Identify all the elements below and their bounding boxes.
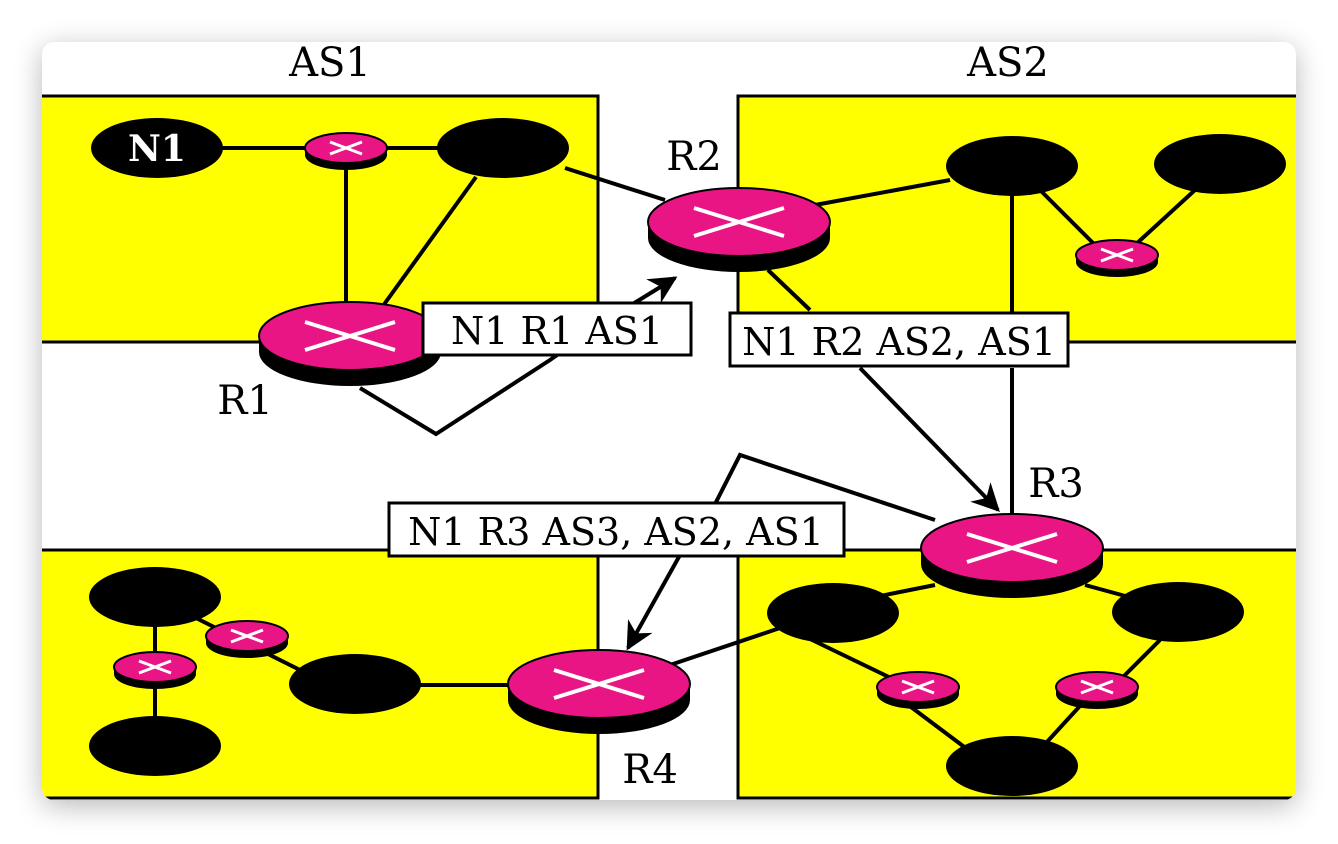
link: [1118, 638, 1162, 682]
internal-router[interactable]: [113, 651, 197, 689]
advertisement-text: N1 R2 AS2, AS1: [742, 320, 1056, 364]
network[interactable]: [437, 118, 569, 178]
link: [1133, 188, 1197, 247]
router-x-icon: [304, 320, 396, 352]
router-x-icon: [230, 628, 264, 644]
router-x-icon: [1100, 247, 1134, 263]
router-r1[interactable]: [258, 301, 442, 386]
router-x-icon: [138, 659, 172, 675]
router-r1-label: R1: [217, 378, 273, 424]
router-x-icon: [966, 532, 1058, 564]
link: [766, 268, 812, 312]
link: [807, 636, 896, 682]
adv-path-r3-r4: [710, 452, 936, 522]
link: [1038, 188, 1097, 247]
advertisement-box-r1: N1 R1 AS1: [421, 301, 693, 357]
internal-router[interactable]: [304, 132, 388, 170]
network[interactable]: [1112, 582, 1244, 642]
advertisement-text: N1 R1 AS1: [451, 309, 663, 353]
network-n1-label: N1: [128, 128, 186, 170]
router-r2-label: R2: [666, 134, 722, 180]
network[interactable]: [1154, 134, 1286, 194]
router-x-icon: [901, 679, 935, 695]
adv-arrow-r2-r3: [858, 366, 1000, 513]
router-r4[interactable]: [507, 649, 691, 734]
router-x-icon: [1080, 679, 1114, 695]
link: [814, 178, 951, 207]
link: [564, 166, 666, 202]
internal-router[interactable]: [1055, 671, 1139, 709]
network-n1[interactable]: [91, 118, 223, 178]
link: [378, 175, 478, 312]
router-x-icon: [693, 206, 785, 238]
network[interactable]: [767, 583, 899, 643]
internal-router[interactable]: [876, 671, 960, 709]
network[interactable]: [89, 567, 221, 627]
internal-router[interactable]: [1075, 239, 1159, 277]
router-r2[interactable]: [647, 187, 831, 272]
router-x-icon: [329, 140, 363, 156]
networks: [89, 118, 1286, 796]
network[interactable]: [946, 136, 1078, 196]
network[interactable]: [289, 654, 421, 714]
network[interactable]: [89, 716, 221, 776]
advertisement-text: N1 R3 AS3, AS2, AS1: [408, 510, 824, 554]
link: [669, 626, 781, 667]
router-r4-label: R4: [622, 747, 678, 793]
as1-label: AS1: [288, 40, 371, 86]
router-r3[interactable]: [920, 513, 1104, 598]
as2-label: AS2: [966, 40, 1049, 86]
router-x-icon: [553, 668, 645, 700]
adv-arrow-r3-r4: [626, 554, 682, 651]
advertisement-box-r2: N1 R2 AS2, AS1: [728, 311, 1070, 368]
router-r3-label: R3: [1028, 461, 1084, 507]
network[interactable]: [946, 736, 1078, 796]
internal-router[interactable]: [205, 620, 289, 658]
advertisement-box-r3: N1 R3 AS3, AS2, AS1: [387, 501, 846, 558]
